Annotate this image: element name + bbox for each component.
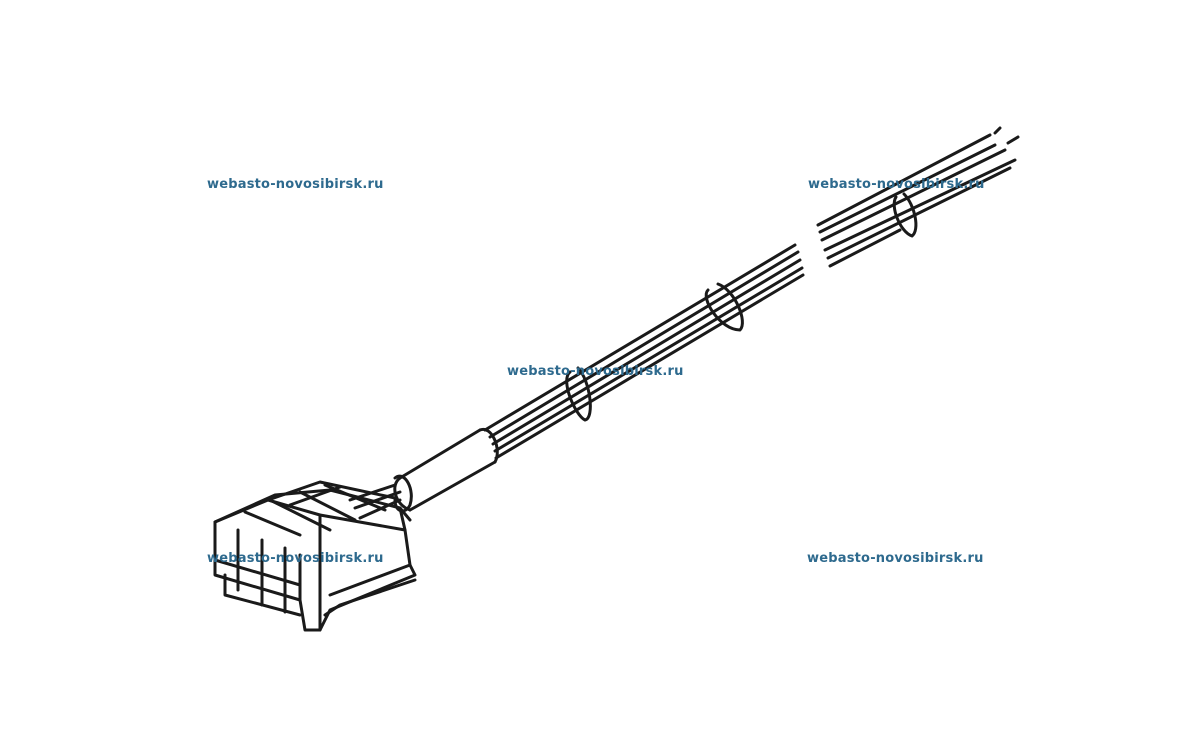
wire-bundle [483, 243, 805, 460]
watermark-text: webasto-novosibirsk.ru [807, 551, 984, 566]
watermark-text: webasto-novosibirsk.ru [207, 177, 384, 192]
insulation-sleeve [393, 427, 499, 512]
cable-tie-2 [704, 282, 744, 332]
wire-transition [348, 474, 413, 520]
watermark-text: webasto-novosibirsk.ru [207, 551, 384, 566]
wire-bundle-end [816, 126, 1020, 268]
watermark-text: webasto-novosibirsk.ru [507, 364, 684, 379]
connector-housing [213, 480, 417, 632]
cable-tie-1 [565, 366, 592, 422]
watermark-text: webasto-novosibirsk.ru [808, 177, 985, 192]
cable-tie-3 [892, 192, 918, 238]
